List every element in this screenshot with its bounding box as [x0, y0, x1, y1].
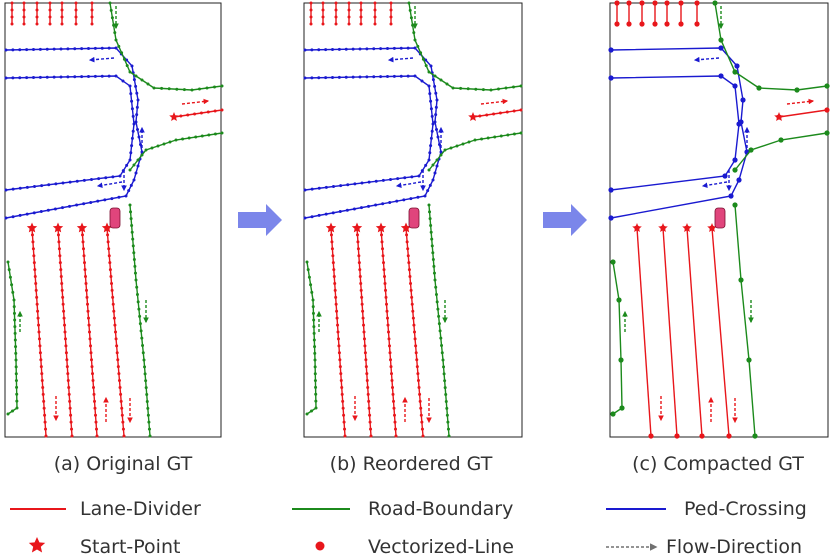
- flow-arrow: [395, 181, 422, 189]
- lane-divider-polyline: [321, 1, 325, 26]
- caption-original-gt: (a) Original GT: [54, 453, 193, 475]
- flow-arrow: [701, 181, 728, 189]
- start-point-star: [400, 222, 412, 233]
- flow-arrow: [480, 98, 509, 105]
- transition-arrow-2: [543, 204, 587, 236]
- lane-divider-polyline: [678, 0, 684, 27]
- flow-arrow: [88, 56, 115, 63]
- road-boundary-polyline: [6, 260, 19, 416]
- lane-divider-polyline: [309, 1, 313, 26]
- transition-arrow-1: [238, 204, 282, 236]
- lane-divider-polyline: [664, 0, 670, 27]
- flow-arrow: [387, 56, 414, 63]
- start-point-star: [26, 222, 38, 233]
- lane-divider-polyline: [48, 1, 52, 26]
- road-boundary-polyline: [732, 130, 830, 173]
- ped-crossing-polyline: [303, 74, 435, 192]
- caption-compacted-gt: (c) Compacted GT: [632, 453, 804, 475]
- lane-divider-polyline: [80, 226, 99, 438]
- flow-direction-label: Flow-Direction: [666, 536, 802, 558]
- lane-divider-label: Lane-Divider: [80, 498, 201, 520]
- road-boundary-polyline: [128, 203, 152, 438]
- road-boundary-polyline: [305, 260, 318, 416]
- road-boundary-polyline: [128, 131, 224, 172]
- lane-divider-polyline: [694, 0, 700, 27]
- lane-divider-polyline: [90, 1, 94, 26]
- lane-divider-polyline: [74, 1, 78, 26]
- lane-divider-polyline: [626, 0, 632, 27]
- lane-divider-polyline: [373, 1, 377, 26]
- start-point-star: [468, 112, 478, 121]
- flow-arrow: [693, 56, 720, 63]
- flow-arrow: [181, 98, 210, 105]
- ped-crossing-label: Ped-Crossing: [684, 498, 807, 520]
- road-boundary-polyline: [427, 203, 451, 438]
- ped-crossing-polyline: [608, 73, 742, 193]
- vectorized-line-dot-icon: [315, 541, 325, 551]
- lane-divider-polyline: [334, 1, 338, 26]
- start-point-star: [632, 223, 642, 232]
- lane-divider-polyline: [359, 1, 363, 26]
- start-point-star: [169, 112, 179, 121]
- start-point-star: [682, 223, 692, 232]
- lane-divider-polyline: [172, 108, 224, 119]
- lane-divider-polyline: [347, 1, 351, 26]
- lane-divider-polyline: [389, 1, 393, 26]
- lane-divider-polyline: [329, 226, 347, 438]
- start-point-star: [52, 222, 64, 233]
- legend: Lane-Divider Road-Boundary Ped-Crossing …: [10, 498, 807, 558]
- flow-arrow: [96, 181, 123, 189]
- vectorized-line-label: Vectorized-Line: [368, 536, 514, 558]
- road-boundary-polyline: [108, 1, 224, 92]
- start-point-star: [658, 223, 668, 232]
- ego-vehicle-icon: [714, 207, 726, 229]
- road-boundary-polyline: [712, 0, 830, 93]
- ego-vehicle-icon: [109, 207, 121, 229]
- lane-divider-polyline: [10, 1, 14, 26]
- lane-divider-polyline: [105, 226, 126, 438]
- lane-divider-polyline: [22, 1, 26, 26]
- panel-original-gt: [4, 1, 224, 438]
- start-point-star: [707, 223, 717, 232]
- start-point-star: [351, 222, 363, 233]
- start-point-star: [101, 222, 113, 233]
- start-point-star: [76, 222, 88, 233]
- start-point-star-icon: [28, 537, 46, 553]
- panel-compacted-gt: [608, 0, 830, 439]
- panel-reordered-gt: [303, 1, 523, 438]
- caption-reordered-gt: (b) Reordered GT: [330, 453, 493, 475]
- road-boundary-polyline: [407, 1, 523, 92]
- lane-divider-polyline: [355, 226, 373, 438]
- ped-crossing-polyline: [4, 74, 136, 192]
- flow-arrow: [786, 98, 815, 105]
- lane-divider-polyline: [35, 1, 39, 26]
- lane-divider-polyline: [639, 0, 645, 27]
- lane-divider-polyline: [614, 0, 620, 27]
- road-boundary-polyline: [732, 202, 758, 439]
- lane-divider-polyline: [60, 1, 64, 26]
- lane-divider-polyline: [404, 226, 425, 438]
- start-point-label: Start-Point: [80, 536, 180, 558]
- start-point-star: [375, 222, 387, 233]
- road-boundary-label: Road-Boundary: [368, 498, 513, 520]
- road-boundary-polyline: [610, 259, 625, 417]
- ego-vehicle-icon: [408, 207, 420, 229]
- lane-divider-polyline: [652, 0, 658, 27]
- start-point-star: [774, 112, 784, 121]
- lane-divider-polyline: [30, 226, 48, 438]
- road-boundary-polyline: [427, 131, 523, 172]
- start-point-star: [325, 222, 337, 233]
